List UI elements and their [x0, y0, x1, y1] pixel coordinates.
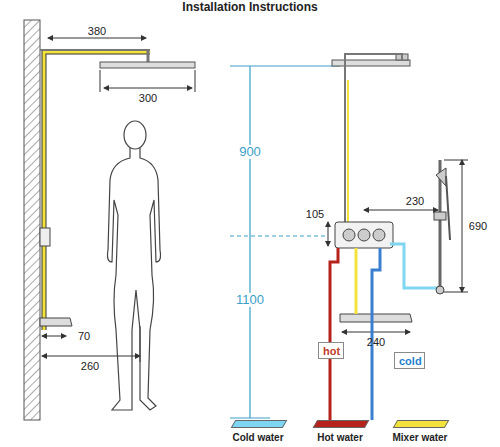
extension-line [444, 292, 468, 293]
valve-knob [358, 229, 370, 241]
height-reference-line [230, 66, 340, 67]
dimension-line [42, 336, 66, 337]
dimension-value: 900 [237, 145, 263, 159]
dimension-line [462, 160, 463, 292]
height-reference-line [230, 236, 328, 237]
rain-shower-head [332, 60, 410, 66]
tub-spout [340, 314, 412, 322]
mixer-pipe-outline [44, 52, 150, 330]
hand-shower-handle [446, 176, 450, 240]
pipe-tag: hot [323, 345, 339, 357]
dimension-value: 690 [469, 220, 487, 232]
dimension-line [364, 210, 438, 211]
dimension-value: 1100 [234, 293, 266, 307]
pipe-tag: cold [399, 355, 420, 367]
shower-arm-drop [147, 50, 150, 62]
height-dimension-line [249, 66, 250, 418]
pipe-tag-box: cold [394, 352, 425, 369]
dimension-value: 380 [88, 25, 106, 37]
person-figure [108, 121, 161, 410]
legend-label: Cold water [232, 432, 283, 443]
wall-valve [40, 228, 50, 246]
dimension-value: 105 [306, 208, 324, 220]
legend-label: Mixer water [392, 432, 447, 443]
legend-swatch [231, 420, 288, 428]
dimension-line [48, 38, 146, 39]
pipe-tag-box: hot [318, 342, 344, 359]
valve-knob [373, 229, 385, 241]
valve-knob [343, 229, 355, 241]
dimension-line [342, 332, 410, 333]
slide-holder [434, 212, 446, 220]
title: Installation Instructions [182, 1, 317, 14]
thermostatic-valve [335, 222, 393, 248]
dimension-line [42, 356, 140, 357]
dimension-value: 300 [139, 92, 157, 104]
dimension-value: 240 [367, 336, 385, 348]
hand-shower [436, 168, 446, 186]
height-reference-line [230, 418, 270, 419]
mixer-pipe [355, 248, 358, 314]
dimension-value: 230 [406, 195, 424, 207]
extension-line [195, 70, 196, 92]
dimension-line [328, 222, 329, 246]
wall [24, 20, 40, 420]
mixer-pipe [44, 52, 150, 330]
shower-arm [40, 49, 150, 51]
legend-swatch [393, 420, 450, 428]
dimension-value: 70 [76, 330, 92, 342]
legend-label: Hot water [317, 432, 363, 443]
extension-line [100, 70, 101, 92]
legend-swatch [313, 420, 370, 428]
dimension-value: 260 [81, 360, 99, 372]
hose-outlet [436, 286, 444, 294]
tub-spout [40, 318, 72, 326]
mixer-hose [390, 244, 440, 288]
rain-shower-head [100, 62, 195, 68]
shower-column [345, 54, 402, 222]
hot-water-pipe [330, 248, 338, 420]
extension-line [444, 160, 468, 161]
mixer-pipe [347, 80, 349, 222]
dimension-line [104, 88, 192, 89]
cold-water-pipe [372, 248, 380, 420]
